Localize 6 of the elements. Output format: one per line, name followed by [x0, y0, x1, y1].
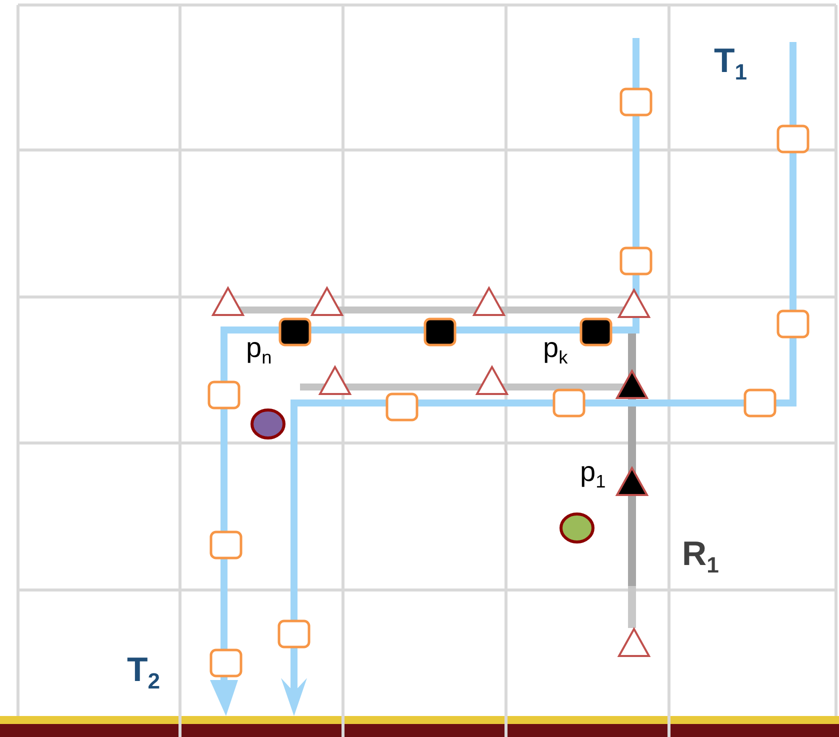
trajectory-label: T$_{1}$ [714, 44, 748, 84]
point-label: p$_{k}$ [543, 334, 568, 367]
point-label: p$_{n}$ [246, 334, 272, 367]
point-label: p$_{1}$ [580, 458, 606, 491]
route-label: R$_{1}$ [682, 537, 719, 577]
trajectory-label: T$_{2}$ [127, 653, 160, 693]
